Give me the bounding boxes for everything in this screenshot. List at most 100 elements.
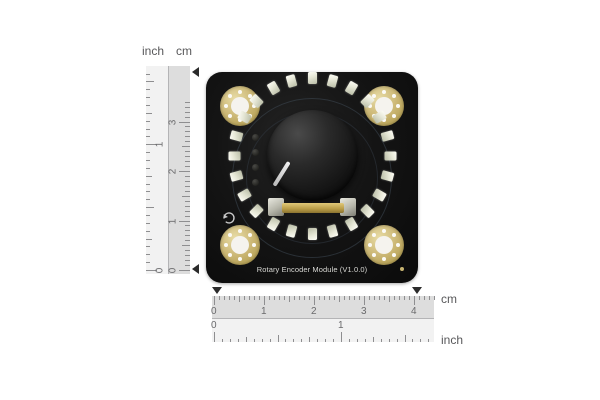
horizontal-cm-tick (394, 296, 395, 300)
horizontal-ruler-cm-band (212, 296, 434, 318)
vertical-inch-tick (146, 191, 150, 193)
vertical-cm-tick (185, 126, 190, 128)
vertical-cm-tick-label: 3 (167, 119, 179, 125)
via-2 (252, 149, 259, 156)
horizontal-inch-tick (317, 339, 319, 342)
horizontal-cm-tick (404, 296, 405, 300)
encoder-leg-right (340, 198, 356, 216)
encoder-leg-left (268, 198, 284, 216)
horizontal-cm-tick (244, 296, 245, 300)
pad-4-hole-6 (372, 233, 377, 238)
horizontal-cm-tick (279, 296, 280, 300)
vertical-inch-tick (146, 238, 152, 240)
triangle-marker-bottom (192, 264, 199, 274)
vertical-inch-tick (146, 160, 150, 161)
horizontal-cm-tick (429, 296, 430, 300)
led-2 (326, 73, 339, 88)
pad-1-hole-1 (252, 104, 256, 108)
horizontal-cm-tick (254, 296, 255, 300)
horizontal-inch-tick-label: 0 (211, 320, 217, 331)
horizontal-cm-tick (234, 296, 235, 300)
led-23 (266, 80, 280, 96)
led-6 (380, 129, 395, 142)
horizontal-inch-tick (285, 339, 287, 342)
horizontal-inch-tick (388, 339, 390, 342)
pad-2-hole-7 (382, 90, 386, 94)
pad-4-hole-5 (368, 243, 372, 247)
pad-3-hole-1 (252, 243, 256, 247)
led-8 (380, 170, 395, 183)
horizontal-cm-tick (384, 296, 385, 300)
horizontal-inch-tick (269, 339, 271, 342)
horizontal-inch-tick (364, 339, 366, 342)
horizontal-cm-tick (409, 296, 410, 300)
horizontal-cm-tick-label: 2 (311, 306, 317, 317)
horizontal-cm-tick (434, 296, 435, 300)
via-1 (252, 134, 259, 141)
vertical-inch-tick (146, 105, 150, 107)
horizontal-cm-tick (344, 296, 345, 300)
vertical-cm-tick (185, 131, 190, 133)
pad-1-hole-7 (238, 90, 242, 94)
vertical-inch-tick (146, 175, 152, 177)
vertical-inch-tick (146, 89, 150, 91)
vertical-cm-tick (185, 200, 190, 202)
horizontal-cm-tick (334, 296, 335, 300)
horizontal-inch-tick (214, 332, 215, 342)
horizontal-cm-tick (379, 296, 380, 300)
horizontal-cm-tick (229, 296, 230, 300)
horizontal-cm-tick (419, 296, 420, 300)
pad-3-hole-8 (247, 233, 252, 238)
vertical-inch-tick (146, 246, 150, 248)
horizontal-cm-tick (284, 296, 285, 300)
pad-3-hole-4 (228, 252, 233, 257)
mounting-pad-top-right (364, 86, 404, 126)
vertical-inch-tick (146, 167, 150, 169)
vertical-inch-tick (146, 207, 154, 209)
vertical-cm-tick (185, 255, 190, 257)
horizontal-cm-tick (299, 296, 300, 300)
triangle-marker-left (212, 287, 222, 294)
vertical-cm-tick (185, 225, 190, 227)
led-12 (326, 224, 339, 239)
vertical-inch-tick (146, 254, 150, 256)
horizontal-cm-tick (369, 296, 370, 300)
vertical-inch-tick (146, 97, 150, 99)
rotary-knob[interactable] (267, 110, 358, 201)
horizontal-inch-tick (356, 339, 358, 342)
horizontal-cm-tick (214, 296, 215, 305)
pad-2-hole-1 (396, 104, 400, 108)
vertical-cm-tick (185, 235, 190, 237)
horizontal-cm-tick (239, 296, 240, 302)
pad-4-hole-3 (382, 257, 386, 261)
vertical-cm-tick (185, 166, 190, 168)
vertical-cm-tick (185, 156, 190, 158)
led-18 (229, 170, 244, 183)
pcb-polarity-dot (400, 267, 404, 271)
horizontal-cm-tick-label: 1 (261, 306, 267, 317)
vertical-cm-tick (185, 111, 190, 113)
via-4 (252, 179, 259, 186)
horizontal-cm-tick (264, 296, 265, 305)
vertical-cm-tick (182, 195, 190, 197)
vertical-cm-tick (179, 171, 190, 172)
led-19 (228, 151, 240, 161)
horizontal-inch-tick (372, 337, 374, 342)
horizontal-cm-tick (224, 296, 225, 300)
vertical-cm-tick-label: 1 (167, 218, 179, 224)
vertical-inch-tick (146, 230, 150, 232)
mounting-pad-bottom-left (220, 225, 260, 265)
pad-3-hole-7 (238, 229, 242, 233)
horizontal-inch-tick (420, 339, 422, 342)
horizontal-cm-tick-label: 0 (211, 306, 217, 317)
horizontal-inch-tick (380, 339, 382, 342)
led-15 (266, 216, 280, 231)
pad-4-hole-7 (382, 229, 386, 233)
encoder-contact-bar (282, 203, 344, 213)
triangle-marker-right (412, 287, 422, 294)
vertical-ruler-cm-label: cm (176, 44, 192, 58)
horizontal-cm-tick (249, 296, 250, 300)
pcb-silkscreen-text: Rotary Encoder Module (V1.0.0) (256, 265, 368, 274)
led-10 (359, 203, 375, 219)
led-14 (285, 224, 298, 239)
